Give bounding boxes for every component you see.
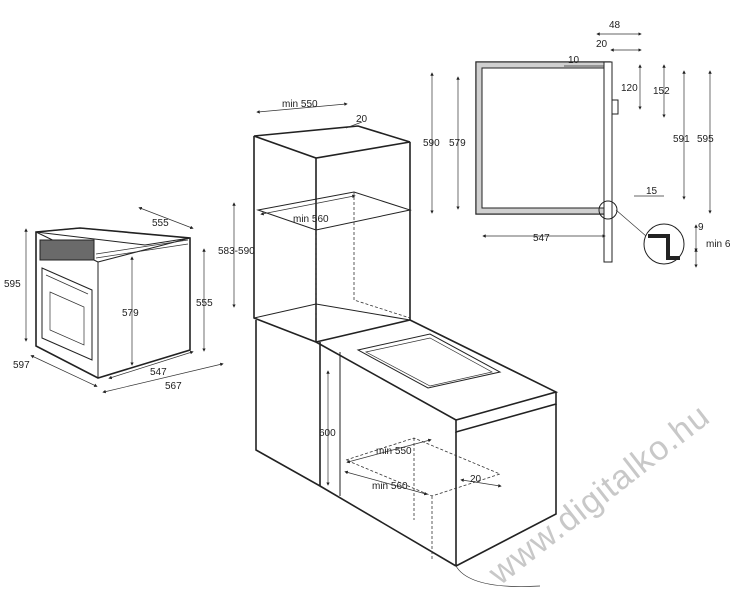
dim-590: 590 bbox=[423, 138, 440, 149]
dim-152: 152 bbox=[653, 86, 670, 97]
dim-547-section: 547 bbox=[533, 233, 550, 244]
oven-window bbox=[49, 291, 85, 346]
dim-595-section: 595 bbox=[697, 134, 714, 145]
dim-line-20-top bbox=[345, 121, 363, 129]
dim-48: 48 bbox=[609, 20, 621, 31]
watermark-text: www.digitalko.hu bbox=[481, 397, 717, 593]
dim-line-597 bbox=[30, 355, 98, 387]
base-plinth bbox=[319, 485, 457, 567]
section-drawing bbox=[475, 61, 685, 265]
dim-line-20-lower bbox=[460, 478, 502, 488]
dim-579: 579 bbox=[122, 308, 139, 319]
base-sink bbox=[356, 333, 502, 389]
cabinet-top-block bbox=[253, 125, 411, 159]
section-wall bbox=[475, 61, 611, 215]
dim-547: 547 bbox=[150, 367, 167, 378]
dim-line-min550-top bbox=[256, 102, 348, 114]
section-detail-callout bbox=[598, 200, 618, 220]
dim-579-section: 579 bbox=[449, 138, 466, 149]
oven-drawing bbox=[35, 227, 191, 379]
base-worktop-edge bbox=[455, 392, 557, 434]
section-control bbox=[611, 99, 619, 115]
cabinet-niche-top bbox=[256, 191, 412, 231]
base-worktop bbox=[313, 319, 559, 421]
base-front bbox=[455, 404, 557, 567]
dim-min6: min 6 bbox=[706, 239, 731, 250]
base-floor-curve bbox=[455, 565, 541, 587]
dim-min550-lower: min 550 bbox=[376, 446, 412, 457]
oven-door bbox=[41, 267, 93, 361]
dim-567: 567 bbox=[165, 381, 182, 392]
dim-15: 15 bbox=[646, 186, 658, 197]
dim-555-right: 555 bbox=[196, 298, 213, 309]
dim-10: 10 bbox=[568, 55, 580, 66]
dim-20-top: 20 bbox=[356, 114, 368, 125]
tall-cabinet-drawing bbox=[253, 125, 559, 587]
section-front-panel bbox=[603, 61, 613, 263]
base-sink-inner bbox=[364, 337, 493, 387]
dim-line-min560-upper bbox=[260, 194, 356, 216]
dim-line-555-top bbox=[138, 206, 194, 230]
oven-rear-ledge bbox=[95, 239, 189, 259]
cabinet-shelf bbox=[253, 303, 411, 321]
section-outer bbox=[475, 61, 611, 215]
section-dimensions: 48 20 10 120 152 590 579 591 595 15 547 … bbox=[423, 20, 731, 268]
dim-600: 600 bbox=[319, 428, 336, 439]
dim-555-top: 555 bbox=[152, 218, 169, 229]
detail-profile bbox=[648, 234, 680, 260]
dim-591: 591 bbox=[673, 134, 690, 145]
base-cabinet-left bbox=[255, 320, 321, 488]
base-side bbox=[319, 342, 341, 496]
dim-120: 120 bbox=[621, 83, 638, 94]
dim-line-567 bbox=[102, 362, 224, 394]
dim-min550-top: min 550 bbox=[282, 99, 318, 110]
dim-min560-upper: min 560 bbox=[293, 214, 329, 225]
dim-583-590: 583-590 bbox=[218, 246, 255, 257]
oven-handle bbox=[45, 274, 89, 295]
dim-597: 597 bbox=[13, 360, 30, 371]
oven-control-panel bbox=[39, 239, 95, 261]
detail-leader bbox=[615, 209, 647, 237]
dim-min560-lower: min 560 bbox=[372, 481, 408, 492]
dim-595: 595 bbox=[4, 279, 21, 290]
dim-line-min560-lower bbox=[344, 470, 428, 496]
dim-line-min550-lower bbox=[346, 438, 432, 464]
dim-20-section: 20 bbox=[596, 39, 608, 50]
dim-20-lower: 20 bbox=[470, 474, 482, 485]
cabinet-niche-hidden bbox=[315, 192, 411, 320]
oven-dimensions: 555 595 579 555 597 547 567 bbox=[4, 206, 224, 394]
cabinet-dimensions: min 550 20 min 560 583-590 600 min 550 m… bbox=[218, 99, 502, 496]
dim-9: 9 bbox=[698, 222, 704, 233]
